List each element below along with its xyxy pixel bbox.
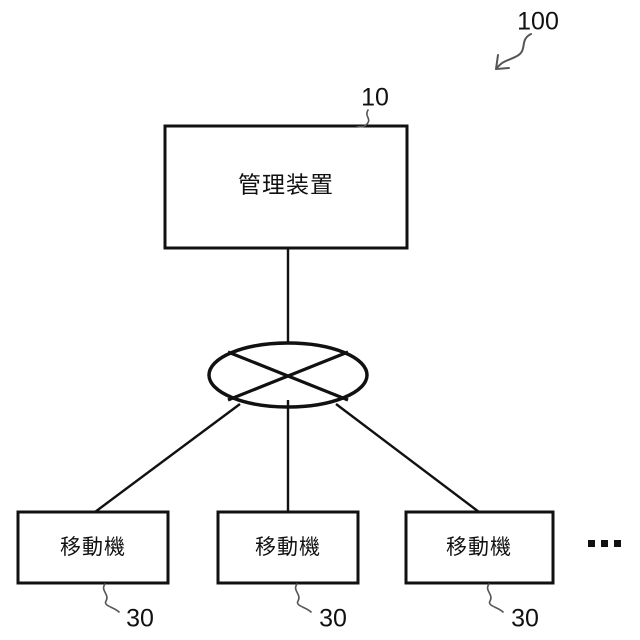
mobile-device-2-label: 移動機	[255, 535, 321, 559]
management-device-node[interactable]: 管理装置	[163, 124, 409, 250]
mobile-device-1-ref-number: 30	[126, 605, 154, 633]
management-device-leader-icon	[356, 109, 370, 128]
link-network-to-mobile-1	[94, 403, 241, 513]
mobile-device-2-ref-number: 30	[319, 605, 347, 633]
mobile-device-3-leader-icon	[486, 583, 504, 613]
figure-number-text: 100	[517, 8, 559, 36]
mobile-device-3-node[interactable]: 移動機	[404, 510, 555, 585]
mobile-device-2-node[interactable]: 移動機	[216, 510, 360, 585]
mobile-device-1-node[interactable]: 移動機	[16, 510, 170, 585]
link-network-to-mobile-3	[335, 403, 480, 513]
mobile-device-2-leader-icon	[294, 583, 312, 613]
management-device-box[interactable]	[163, 124, 409, 250]
figure-arrowhead-icon	[495, 54, 510, 70]
management-device-ref-number: 10	[361, 84, 389, 112]
mobile-device-1-ref-group: 30	[102, 583, 154, 633]
mobile-device-2-box[interactable]	[216, 510, 360, 585]
mobile-device-1-leader-icon	[102, 583, 120, 613]
mobile-device-3-label: 移動機	[446, 535, 512, 559]
network-cross-line-b	[227, 350, 349, 402]
network-cloud-node[interactable]	[207, 341, 369, 409]
figure-arrow-icon	[495, 33, 532, 70]
mobile-device-3-box[interactable]	[404, 510, 555, 585]
mobile-device-1-label: 移動機	[60, 535, 126, 559]
management-device-label: 管理装置	[238, 173, 334, 199]
management-device-ref-group: 10	[356, 84, 389, 128]
ellipsis-icon	[588, 540, 621, 547]
mobile-device-3-ref-group: 30	[486, 583, 539, 633]
mobile-device-1-box[interactable]	[16, 510, 170, 585]
mobile-device-3-ref-number: 30	[511, 605, 539, 633]
mobile-device-2-ref-group: 30	[294, 583, 347, 633]
figure-number-group: 100	[495, 8, 559, 70]
